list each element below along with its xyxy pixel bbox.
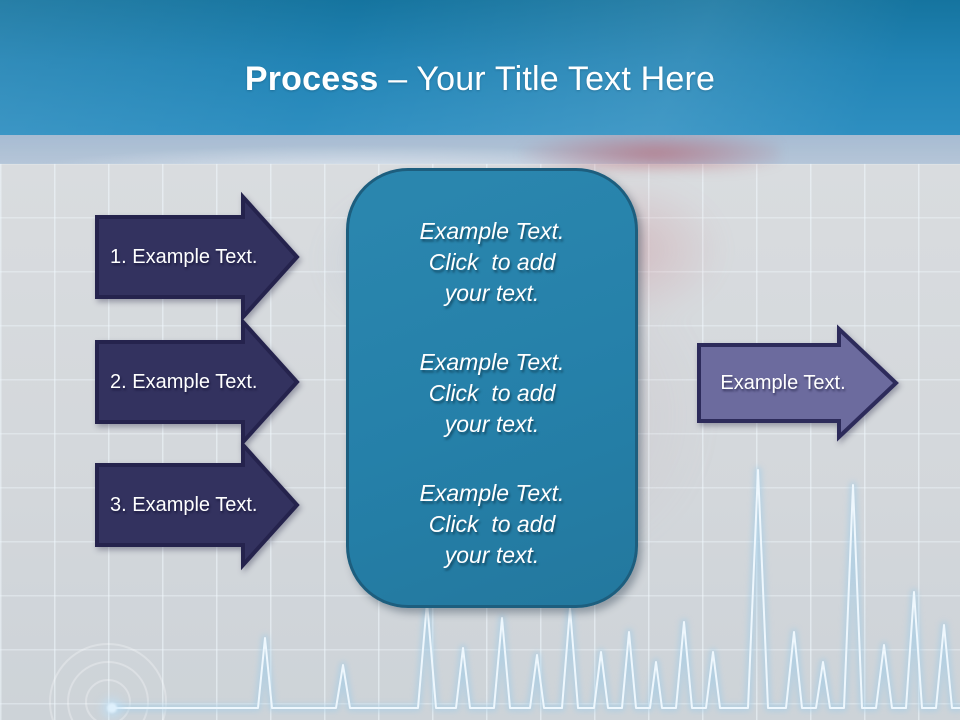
placeholder-line: Example Text. bbox=[419, 349, 565, 375]
header-accent-strip bbox=[0, 134, 960, 164]
placeholder-line: Click to add bbox=[428, 380, 556, 406]
placeholder-line: Click to add bbox=[428, 511, 556, 537]
process-arrow-2-label: 2. Example Text. bbox=[110, 370, 258, 393]
process-arrow-3[interactable]: 3. Example Text. bbox=[95, 439, 300, 571]
right-arrow-shape-icon bbox=[95, 439, 300, 571]
right-arrow-shape-icon bbox=[697, 324, 899, 442]
output-arrow-label: Example Text. bbox=[720, 371, 846, 394]
slide-title: Process – Your Title Text Here bbox=[245, 60, 715, 99]
center-text-box[interactable]: Example Text. Click to add your text. Ex… bbox=[346, 168, 638, 608]
placeholder-line: your text. bbox=[444, 280, 540, 306]
process-arrow-3-label: 3. Example Text. bbox=[110, 493, 258, 516]
ecg-heartbeat-graphic bbox=[49, 466, 960, 720]
slide-title-keyword: Process bbox=[244, 60, 379, 98]
process-arrow-1-label: 1. Example Text. bbox=[110, 245, 258, 268]
right-arrow-shape-icon bbox=[95, 191, 300, 323]
placeholder-line: Click to add bbox=[428, 249, 556, 275]
placeholder-line: your text. bbox=[444, 411, 540, 437]
text-placeholder-3[interactable]: Example Text. Click to add your text. bbox=[359, 478, 625, 571]
placeholder-line: Example Text. bbox=[419, 218, 565, 244]
right-arrow-shape-icon bbox=[95, 316, 300, 448]
placeholder-line: Example Text. bbox=[419, 480, 565, 506]
brain-top-through-strip bbox=[520, 130, 780, 172]
placeholder-line: your text. bbox=[444, 542, 540, 568]
process-arrow-1[interactable]: 1. Example Text. bbox=[95, 191, 300, 323]
slide-title-rest: – Your Title Text Here bbox=[378, 60, 716, 98]
text-placeholder-2[interactable]: Example Text. Click to add your text. bbox=[359, 347, 625, 440]
process-arrow-2[interactable]: 2. Example Text. bbox=[95, 316, 300, 448]
slide-header: Process – Your Title Text Here bbox=[0, 0, 960, 135]
text-placeholder-1[interactable]: Example Text. Click to add your text. bbox=[359, 216, 625, 309]
output-arrow[interactable]: Example Text. bbox=[697, 324, 899, 442]
